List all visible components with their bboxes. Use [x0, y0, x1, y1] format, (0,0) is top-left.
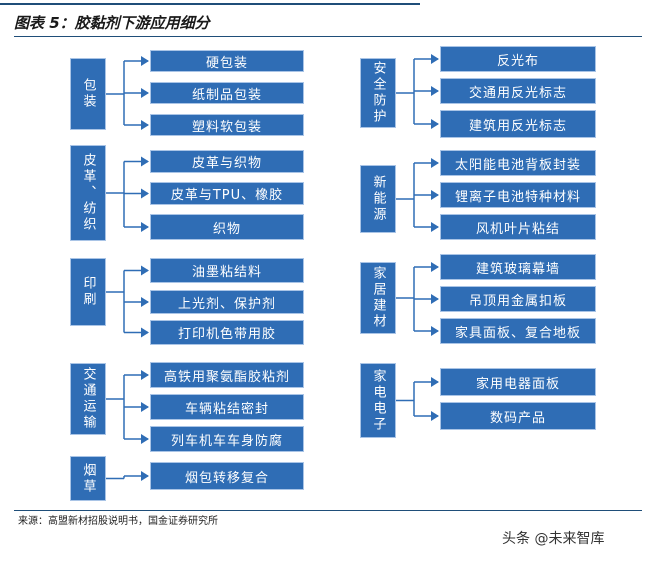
application-item: 太阳能电池背板封装 [440, 150, 596, 176]
application-item: 上光剂、保护剂 [150, 290, 304, 314]
connector-arrow [431, 262, 439, 272]
connector-arrow [431, 326, 439, 336]
title-rule [14, 36, 642, 37]
category-label: 印刷 [80, 276, 96, 308]
source-rule [14, 510, 642, 511]
category-label: 家电电子 [370, 368, 386, 433]
application-item: 纸制品包装 [150, 82, 304, 104]
application-item: 硬包装 [150, 50, 304, 72]
application-item: 烟包转移复合 [150, 462, 304, 490]
connector-arrow [141, 88, 149, 98]
application-item: 建筑用反光标志 [440, 110, 596, 138]
watermark: 头条 @未来智库 [502, 531, 605, 547]
category-box: 家居建材 [360, 262, 396, 334]
figure-title: 图表 5：胶黏剂下游应用细分 [14, 14, 210, 32]
connector-arrow [141, 156, 149, 167]
connector-arrow [431, 190, 439, 200]
application-item: 织物 [150, 214, 304, 240]
application-item: 家用电器面板 [440, 368, 596, 396]
connector-arrow [141, 265, 149, 276]
application-item: 吊顶用金属扣板 [440, 286, 596, 312]
category-box: 新能源 [360, 165, 396, 233]
category-label: 烟草 [80, 462, 96, 495]
connector-arrow [431, 119, 439, 129]
application-item: 塑料软包装 [150, 114, 304, 136]
application-item: 建筑玻璃幕墙 [440, 254, 596, 280]
source-note: 来源：高盟新材招股说明书，国金证券研究所 [18, 516, 218, 527]
connector-arrow [141, 188, 149, 199]
category-box: 交通运输 [70, 363, 106, 435]
connector-arrow [431, 222, 439, 232]
category-label: 皮革、纺织 [80, 153, 96, 233]
connector-arrow [141, 120, 149, 130]
category-label: 新能源 [370, 175, 386, 223]
application-item: 皮革与TPU、橡胶 [150, 182, 304, 205]
connector-arrow [141, 327, 149, 338]
connector-arrow [431, 54, 439, 64]
connector-arrow [431, 158, 439, 168]
connector-arrow [141, 297, 149, 307]
connector-arrow [431, 411, 439, 421]
connector-arrow [141, 434, 149, 444]
connector-arrow [141, 370, 149, 380]
top-accent-line [0, 3, 420, 5]
category-box: 包装 [70, 58, 106, 130]
category-label: 交通运输 [80, 367, 96, 431]
category-label: 家居建材 [370, 266, 386, 330]
application-item: 家具面板、复合地板 [440, 318, 596, 344]
application-item: 油墨粘结料 [150, 258, 304, 283]
category-box: 印刷 [70, 258, 106, 326]
connector-arrow [141, 222, 149, 232]
connector-arrow [431, 377, 439, 387]
application-item: 交通用反光标志 [440, 78, 596, 104]
application-item: 列车机车车身防腐 [150, 426, 304, 452]
category-box: 烟草 [70, 456, 106, 501]
category-box: 皮革、纺织 [70, 145, 106, 241]
connector-arrow [141, 402, 149, 412]
connector-arrow [431, 294, 439, 304]
application-item: 数码产品 [440, 402, 596, 430]
application-item: 风机叶片粘结 [440, 214, 596, 240]
application-item: 打印机色带用胶 [150, 320, 304, 345]
category-box: 家电电子 [360, 363, 396, 438]
connector-arrow [141, 56, 149, 66]
connector-arrow [431, 86, 439, 96]
category-box: 安全防护 [360, 58, 396, 128]
category-label: 安全防护 [370, 61, 386, 125]
category-label: 包装 [80, 78, 96, 110]
application-item: 高铁用聚氨酯胶粘剂 [150, 362, 304, 388]
application-item: 皮革与织物 [150, 150, 304, 173]
application-item: 反光布 [440, 46, 596, 72]
connector-arrow [141, 471, 149, 481]
application-item: 锂离子电池特种材料 [440, 182, 596, 208]
application-item: 车辆粘结密封 [150, 394, 304, 420]
